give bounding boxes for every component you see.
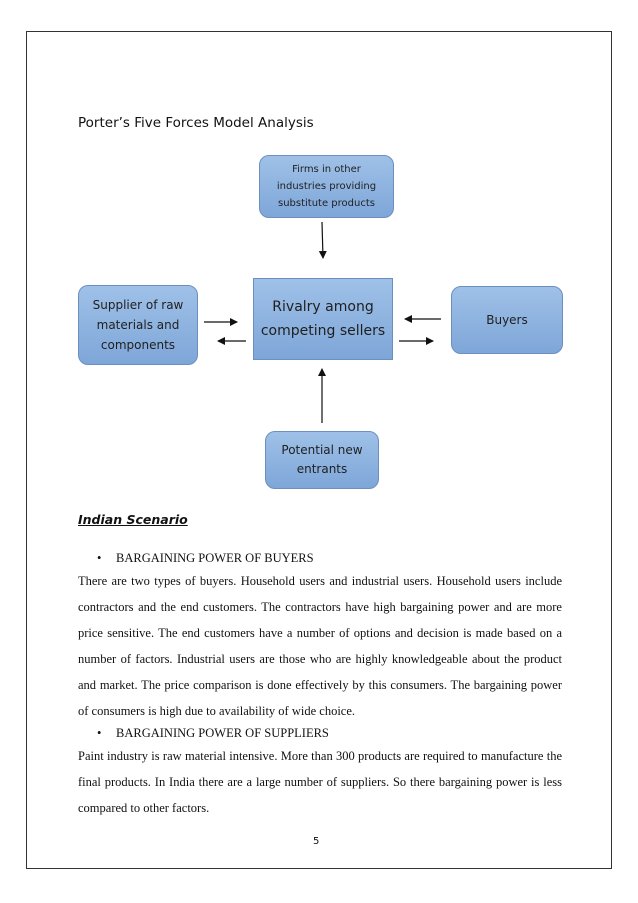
- substitutes-line-1: Firms in other: [292, 164, 361, 175]
- page-number: 5: [313, 836, 320, 847]
- bullet-dot: •: [97, 726, 102, 740]
- substitutes-line-2: industries providing: [276, 181, 377, 192]
- page-title: Porter’s Five Forces Model Analysis: [78, 115, 314, 131]
- page-border: [26, 31, 612, 869]
- rivalry-line-1: Rivalry among: [272, 299, 374, 315]
- entrants-line-2: entrants: [296, 462, 348, 476]
- bullet-buyers-label: BARGAINING POWER OF BUYERS: [116, 551, 314, 565]
- section-heading: Indian Scenario: [78, 512, 188, 527]
- supplier-line-3: components: [100, 338, 176, 352]
- substitutes-box: Firms in other industries providing subs…: [259, 155, 394, 218]
- buyers-label: Buyers: [486, 313, 528, 327]
- supplier-line-1: Supplier of raw: [92, 298, 184, 312]
- paragraph-suppliers: Paint industry is raw material intensive…: [78, 749, 562, 815]
- entrants-line-1: Potential new: [281, 443, 363, 457]
- bullet-suppliers: • BARGAINING POWER OF SUPPLIERS: [97, 726, 329, 741]
- paragraph-buyers: There are two types of buyers. Household…: [78, 574, 562, 718]
- bullet-dot: •: [97, 551, 102, 565]
- entrants-box: Potential new entrants: [265, 431, 379, 489]
- rivalry-box: Rivalry among competing sellers: [253, 278, 393, 360]
- rivalry-line-2: competing sellers: [260, 323, 386, 339]
- substitutes-line-3: substitute products: [277, 198, 375, 209]
- bullet-buyers: • BARGAINING POWER OF BUYERS: [97, 551, 314, 566]
- bullet-suppliers-label: BARGAINING POWER OF SUPPLIERS: [116, 726, 329, 740]
- supplier-box: Supplier of raw materials and components: [78, 285, 198, 365]
- arrow-substitutes-to-rivalry: [318, 221, 327, 259]
- buyers-box: Buyers: [451, 286, 563, 354]
- supplier-line-2: materials and: [96, 318, 180, 332]
